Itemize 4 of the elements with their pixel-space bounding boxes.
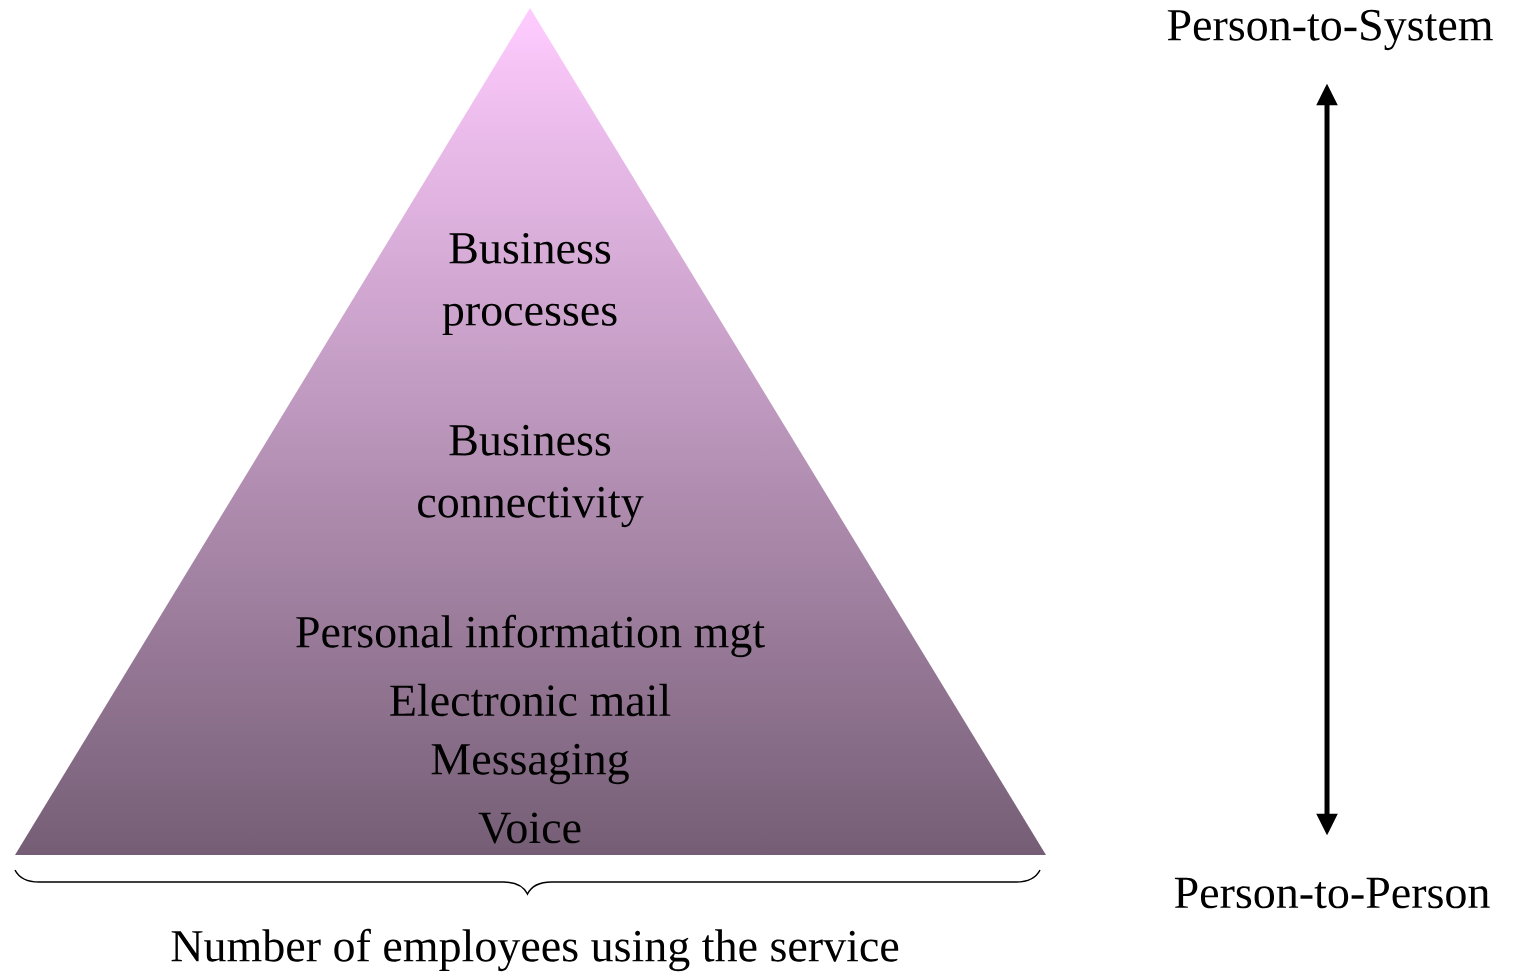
axis-caption: Number of employees using the service bbox=[171, 928, 899, 972]
axis-label: Person-to-Person bbox=[1174, 877, 1490, 909]
pyramid: Business processes Business connectivity Personal information mgt Electronic mail Messaging Voice bbox=[296, 232, 765, 844]
axis-label: Person-to-System bbox=[1167, 9, 1493, 51]
